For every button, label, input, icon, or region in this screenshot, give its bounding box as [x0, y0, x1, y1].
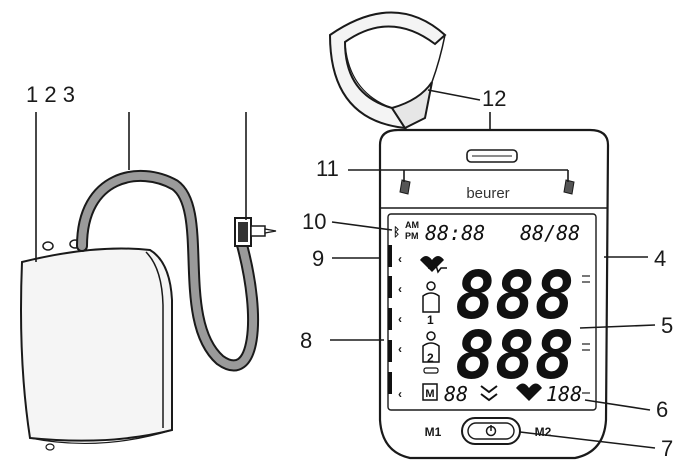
chevron-left-icon: ‹	[398, 282, 402, 296]
tube-connector-plug	[234, 217, 277, 247]
irregular-heartbeat-icon	[420, 256, 444, 272]
memory-icon-box	[422, 383, 438, 401]
risk-bar-segment	[388, 276, 392, 298]
user2-icon	[422, 331, 440, 363]
chevron-left-icon: ‹	[398, 312, 402, 326]
arm-cuff	[20, 239, 173, 451]
user2-label: 2	[427, 351, 434, 365]
callout-1-2-3: 1 2 3	[26, 82, 75, 107]
callout-12: 12	[482, 86, 506, 111]
chevron-left-icon: ‹	[398, 252, 402, 266]
risk-bar-segment	[388, 245, 392, 267]
memory-m2-label: M2	[535, 425, 552, 439]
chevron-down-double-icon	[480, 385, 498, 402]
power-start-button[interactable]	[461, 417, 521, 445]
pm-indicator: PM	[405, 231, 419, 241]
callout-11: 11	[316, 156, 339, 181]
risk-bar-segment	[388, 372, 392, 394]
memory-icon: M	[425, 388, 434, 400]
callout-7: 7	[661, 436, 673, 461]
chevron-left-icon: ‹	[398, 387, 402, 401]
cuff-check-icon	[423, 367, 439, 374]
user1-label: 1	[427, 313, 434, 327]
am-indicator: AM	[405, 220, 419, 230]
memory-count-readout: 88	[444, 382, 468, 406]
pulse-readout: 188	[546, 382, 582, 406]
heart-icon	[516, 383, 542, 401]
lcd-display: ᛒ AM PM 88:88 88/88 ‹ ‹ ‹ ‹ ‹ 1 2	[388, 220, 590, 406]
brand-label: beurer	[466, 185, 509, 202]
risk-bar-segment	[388, 340, 392, 362]
callout-9: 9	[312, 246, 324, 271]
risk-bar-segment	[388, 308, 392, 330]
callout-5: 5	[661, 313, 673, 338]
clock-readout: 88:88	[425, 221, 485, 245]
date-readout: 88/88	[520, 221, 580, 245]
bluetooth-icon: ᛒ	[393, 225, 400, 239]
storage-pouch	[328, 11, 447, 130]
callout-6: 6	[656, 397, 668, 422]
leader-lines	[35, 89, 656, 449]
callout-4: 4	[654, 246, 666, 271]
callout-10: 10	[302, 209, 326, 234]
diastolic-readout: 888	[455, 317, 574, 394]
memory-m1-label: M1	[425, 425, 442, 439]
user1-icon	[422, 281, 440, 313]
air-tube	[76, 169, 260, 372]
callout-8: 8	[300, 328, 312, 353]
systolic-readout: 888	[455, 257, 574, 334]
chevron-left-icon: ‹	[398, 342, 402, 356]
